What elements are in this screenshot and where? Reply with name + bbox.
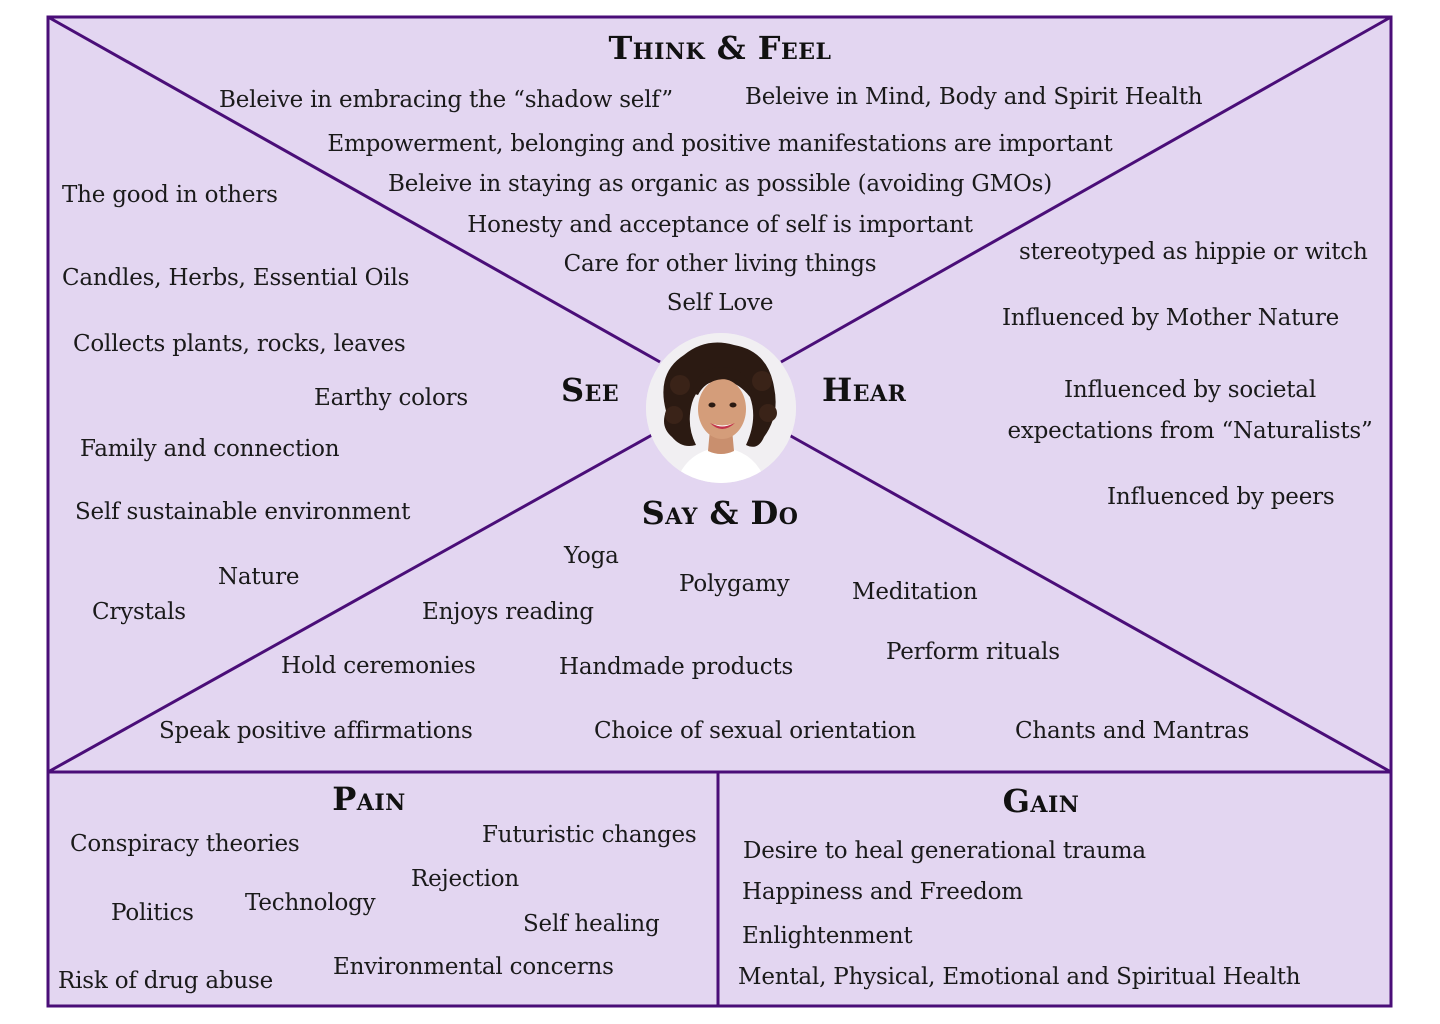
avatar [646,333,796,483]
gain-item: Desire to heal generational trauma [743,838,1146,864]
say-do-item: Chants and Mantras [1015,718,1250,744]
diagonal-line-top-left [47,15,661,364]
say-do-item: Enjoys reading [422,599,594,625]
say-do-item: Speak positive affirmations [159,718,473,744]
see-item: Self sustainable environment [75,499,411,525]
hear-item: expectations from “Naturalists” [1007,418,1373,444]
diagonal-line-top-right [780,15,1392,364]
pain-item: Self healing [523,911,660,937]
hear-item: stereotyped as hippie or witch [1019,239,1368,265]
say-do-item: Polygamy [679,571,790,597]
see-item: Family and connection [80,436,340,462]
think-feel-item: Beleive in embracing the “shadow self” [219,87,673,113]
diagonal-line-bottom-right [788,433,1392,774]
gain-item: Enlightenment [742,923,913,949]
think-feel-item: Honesty and acceptance of self is import… [467,212,973,238]
say-do-item: Meditation [852,579,978,605]
pain-item: Futuristic changes [482,822,697,848]
hear-item: Influenced by Mother Nature [1002,305,1340,331]
woman-portrait-icon [646,333,796,483]
gain-item: Happiness and Freedom [742,879,1023,905]
think-feel-item: Care for other living things [563,251,877,277]
hear-item: Influenced by peers [1107,484,1335,510]
see-item: Earthy colors [314,385,468,411]
see-item: Crystals [92,599,186,625]
pain-item: Technology [245,890,376,916]
see-header: See [561,371,620,409]
see-item: Collects plants, rocks, leaves [73,331,406,357]
think-feel-item: Self Love [666,290,774,316]
hear-item: Influenced by societal [1064,377,1316,403]
think-feel-item: Empowerment, belonging and positive mani… [327,131,1113,157]
diagonal-line-bottom-left [47,433,653,774]
say-do-item: Choice of sexual orientation [594,718,916,744]
pain-item: Environmental concerns [333,954,614,980]
pain-item: Rejection [411,866,520,892]
say-do-header: Say & Do [641,494,799,532]
gain-header: Gain [1002,782,1080,820]
see-item: The good in others [62,182,278,208]
hear-header: Hear [822,371,907,409]
say-do-item: Handmade products [559,654,794,680]
see-item: Candles, Herbs, Essential Oils [62,265,410,291]
say-do-item: Perform rituals [886,639,1060,665]
pain-item: Politics [111,900,194,926]
think-feel-item: Beleive in Mind, Body and Spirit Health [745,84,1203,110]
think-feel-header: Think & Feel [608,29,832,67]
say-do-item: Hold ceremonies [281,653,476,679]
gain-item: Mental, Physical, Emotional and Spiritua… [738,964,1301,990]
pain-item: Risk of drug abuse [58,968,274,994]
think-feel-item: Beleive in staying as organic as possibl… [388,171,1052,197]
see-item: Nature [218,564,300,590]
pain-item: Conspiracy theories [70,831,300,857]
say-do-item: Yoga [564,543,619,569]
pain-header: Pain [332,780,406,818]
